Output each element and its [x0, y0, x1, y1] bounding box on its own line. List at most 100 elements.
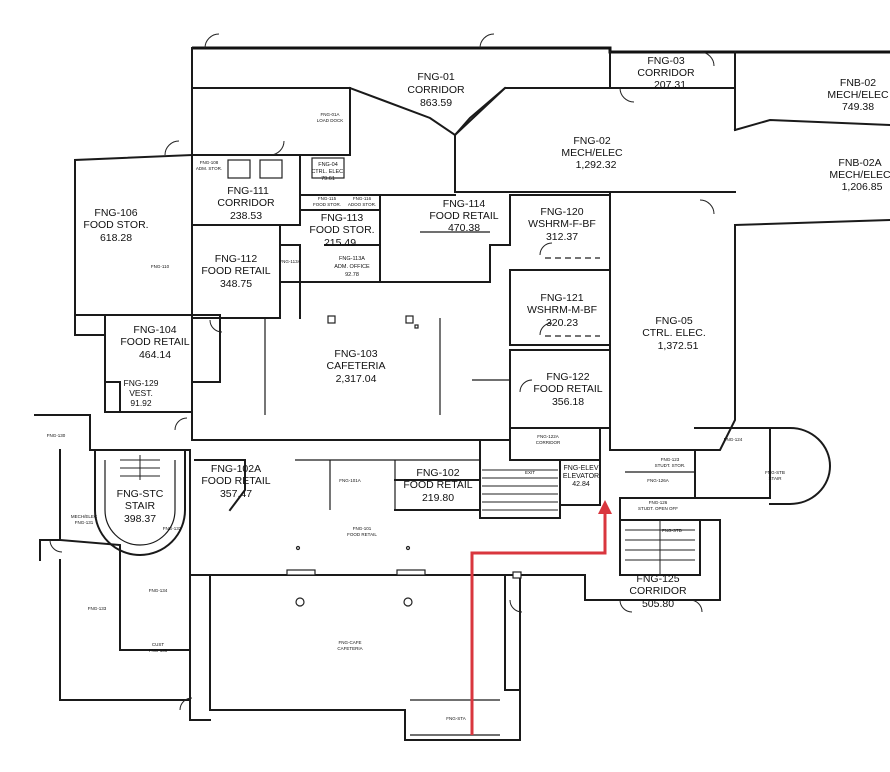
small-label: FOOD STOR. [313, 202, 341, 207]
room-fng-102-name: FOOD RETAIL [403, 479, 472, 491]
room-fng-104-id: FNG-104 [133, 324, 176, 336]
small-label: FNG-115 [318, 196, 337, 201]
room-fng-05-name: CTRL. ELEC. [642, 327, 706, 339]
small-label: FNG-STB [765, 470, 785, 475]
small-label: FNG-108 [200, 160, 219, 165]
small-label: ADM. STOR. [196, 166, 222, 171]
room-fng-elev-id: FNG-ELEV [563, 465, 598, 472]
room-fng-120-name: WSHRM-F-BF [528, 218, 596, 230]
room-fng-122-id: FNG-122 [546, 371, 589, 383]
room-fng-113-name: FOOD STOR. [309, 224, 374, 236]
fixtures [227, 157, 600, 607]
room-fng-113-area: 215.49 [324, 237, 356, 249]
room-fng-129-id: FNG-129 [124, 378, 159, 388]
walls [34, 46, 890, 741]
room-fng-103-name: CAFETERIA [327, 360, 386, 372]
small-label: FNG-STD [662, 528, 683, 533]
room-fng-114-name: FOOD RETAIL [429, 210, 498, 222]
room-fng-113a-name: ADM. OFFICE [334, 264, 370, 270]
room-fnb-02-id: FNB-02 [840, 77, 876, 89]
room-fng-05-id: FNG-05 [655, 315, 693, 327]
room-fng-102a-name: FOOD RETAIL [201, 475, 270, 487]
room-fnb-02a-area: 1,206.85 [842, 181, 883, 193]
room-fng-02-id: FNG-02 [573, 135, 611, 147]
room-fnb-02-name: MECH/ELEC [827, 89, 889, 101]
room-fng-01-id: FNG-01 [417, 71, 455, 83]
room-fng-02-name: MECH/ELEC [561, 147, 623, 159]
room-fng-elev-area: 42.84 [572, 481, 590, 488]
room-fng-104-area: 464.14 [139, 349, 171, 361]
room-fnb-02-area: 749.38 [842, 101, 874, 113]
small-label: LOAD DOCK [317, 118, 344, 123]
room-fng-04-id: FNG-04 [318, 162, 338, 168]
room-fng-111-area: 238.53 [230, 210, 262, 222]
room-fng-106-name: FOOD STOR. [83, 219, 148, 231]
small-label: FNG-01A [320, 112, 339, 117]
room-fnb-02a-name: MECH/ELEC [829, 169, 890, 181]
room-fng-125-name: CORRIDOR [629, 585, 687, 597]
small-label: FNG-110 [151, 264, 170, 269]
room-fng-120-area: 312.37 [546, 231, 578, 243]
room-fng-102a-id: FNG-102A [211, 463, 261, 475]
room-fng-02-area: 1,292.32 [576, 159, 617, 171]
small-label: FNG-101 [353, 526, 372, 531]
small-label: FNG-131 [75, 520, 94, 525]
doors [49, 33, 715, 711]
room-fng-120-id: FNG-120 [540, 206, 583, 218]
small-label: FNG-124 [724, 437, 743, 442]
small-label: ADOO STOR. [348, 202, 376, 207]
small-label: FNG-113A [279, 259, 300, 264]
room-fnb-02a-id: FNB-02A [838, 157, 881, 169]
room-fng-125-id: FNG-125 [636, 573, 679, 585]
room-fng-106-id: FNG-106 [94, 207, 137, 219]
small-label: FNG-CAFE [339, 640, 362, 645]
room-fng-stc-name: STAIR [125, 500, 156, 512]
room-fng-03-name: CORRIDOR [637, 67, 695, 79]
room-fng-102-area: 219.80 [422, 492, 454, 504]
small-label: STUDT. OPEN OFF [638, 506, 678, 511]
room-fng-102a-area: 357.47 [220, 488, 252, 500]
room-fng-01-area: 863.59 [420, 97, 452, 109]
small-label: FNG-133 [88, 606, 107, 611]
room-fng-03-id: FNG-03 [647, 55, 685, 67]
room-fng-121-area: 320.23 [546, 317, 578, 329]
room-fng-stc-area: 398.37 [124, 513, 156, 525]
stairs [120, 455, 695, 575]
small-label: EXIT [525, 470, 535, 475]
room-fng-01-name: CORRIDOR [407, 84, 465, 96]
room-fng-106-area: 618.28 [100, 232, 132, 244]
evacuation-route [470, 500, 612, 735]
small-label: FNG-122A [537, 434, 559, 439]
small-label: FNG-132 [163, 526, 182, 531]
small-label: STAIR [769, 476, 783, 481]
room-fng-112-name: FOOD RETAIL [201, 265, 270, 277]
room-fng-129-area: 91.92 [130, 398, 152, 408]
room-fng-121-name: WSHRM-M-BF [527, 304, 597, 316]
room-fng-104-name: FOOD RETAIL [120, 336, 189, 348]
small-label: FNG-STA [446, 716, 465, 721]
room-labels: FNG-01 CORRIDOR 863.59 FNG-03 CORRIDOR 2… [83, 55, 890, 610]
small-label: CORRIDOR [536, 440, 561, 445]
room-fng-103-id: FNG-103 [334, 348, 377, 360]
small-label: FNG-126A [647, 478, 669, 483]
room-fng-122-name: FOOD RETAIL [533, 383, 602, 395]
room-fng-103-area: 2,317.04 [336, 373, 377, 385]
room-fng-113a-area: 92.78 [345, 272, 359, 278]
room-fng-113-id: FNG-113 [321, 212, 364, 224]
room-fng-125-area: 505.80 [642, 598, 674, 610]
room-fng-04-name: CTRL. ELEC. [311, 169, 345, 175]
small-label: FOOD RETAIL [347, 532, 377, 537]
room-fng-03-area: 207.31 [654, 79, 686, 91]
room-fng-112-id: FNG-112 [215, 253, 258, 265]
small-label: FNG-130 [47, 433, 66, 438]
room-fng-04-area: 79.61 [321, 176, 335, 182]
small-labels: FNG-01A LOAD DOCK FNG-108 ADM. STOR. FNG… [47, 112, 785, 721]
small-label: FNG-101A [339, 478, 361, 483]
room-fng-111-id: FNG-111 [227, 185, 269, 197]
small-label: FNG-134 [149, 588, 168, 593]
room-fng-114-id: FNG-114 [443, 198, 486, 210]
small-label: FNG-123 [661, 457, 680, 462]
room-fng-113a-id: FNG-113A [339, 256, 365, 262]
small-label: CAFETERIA [337, 646, 362, 651]
